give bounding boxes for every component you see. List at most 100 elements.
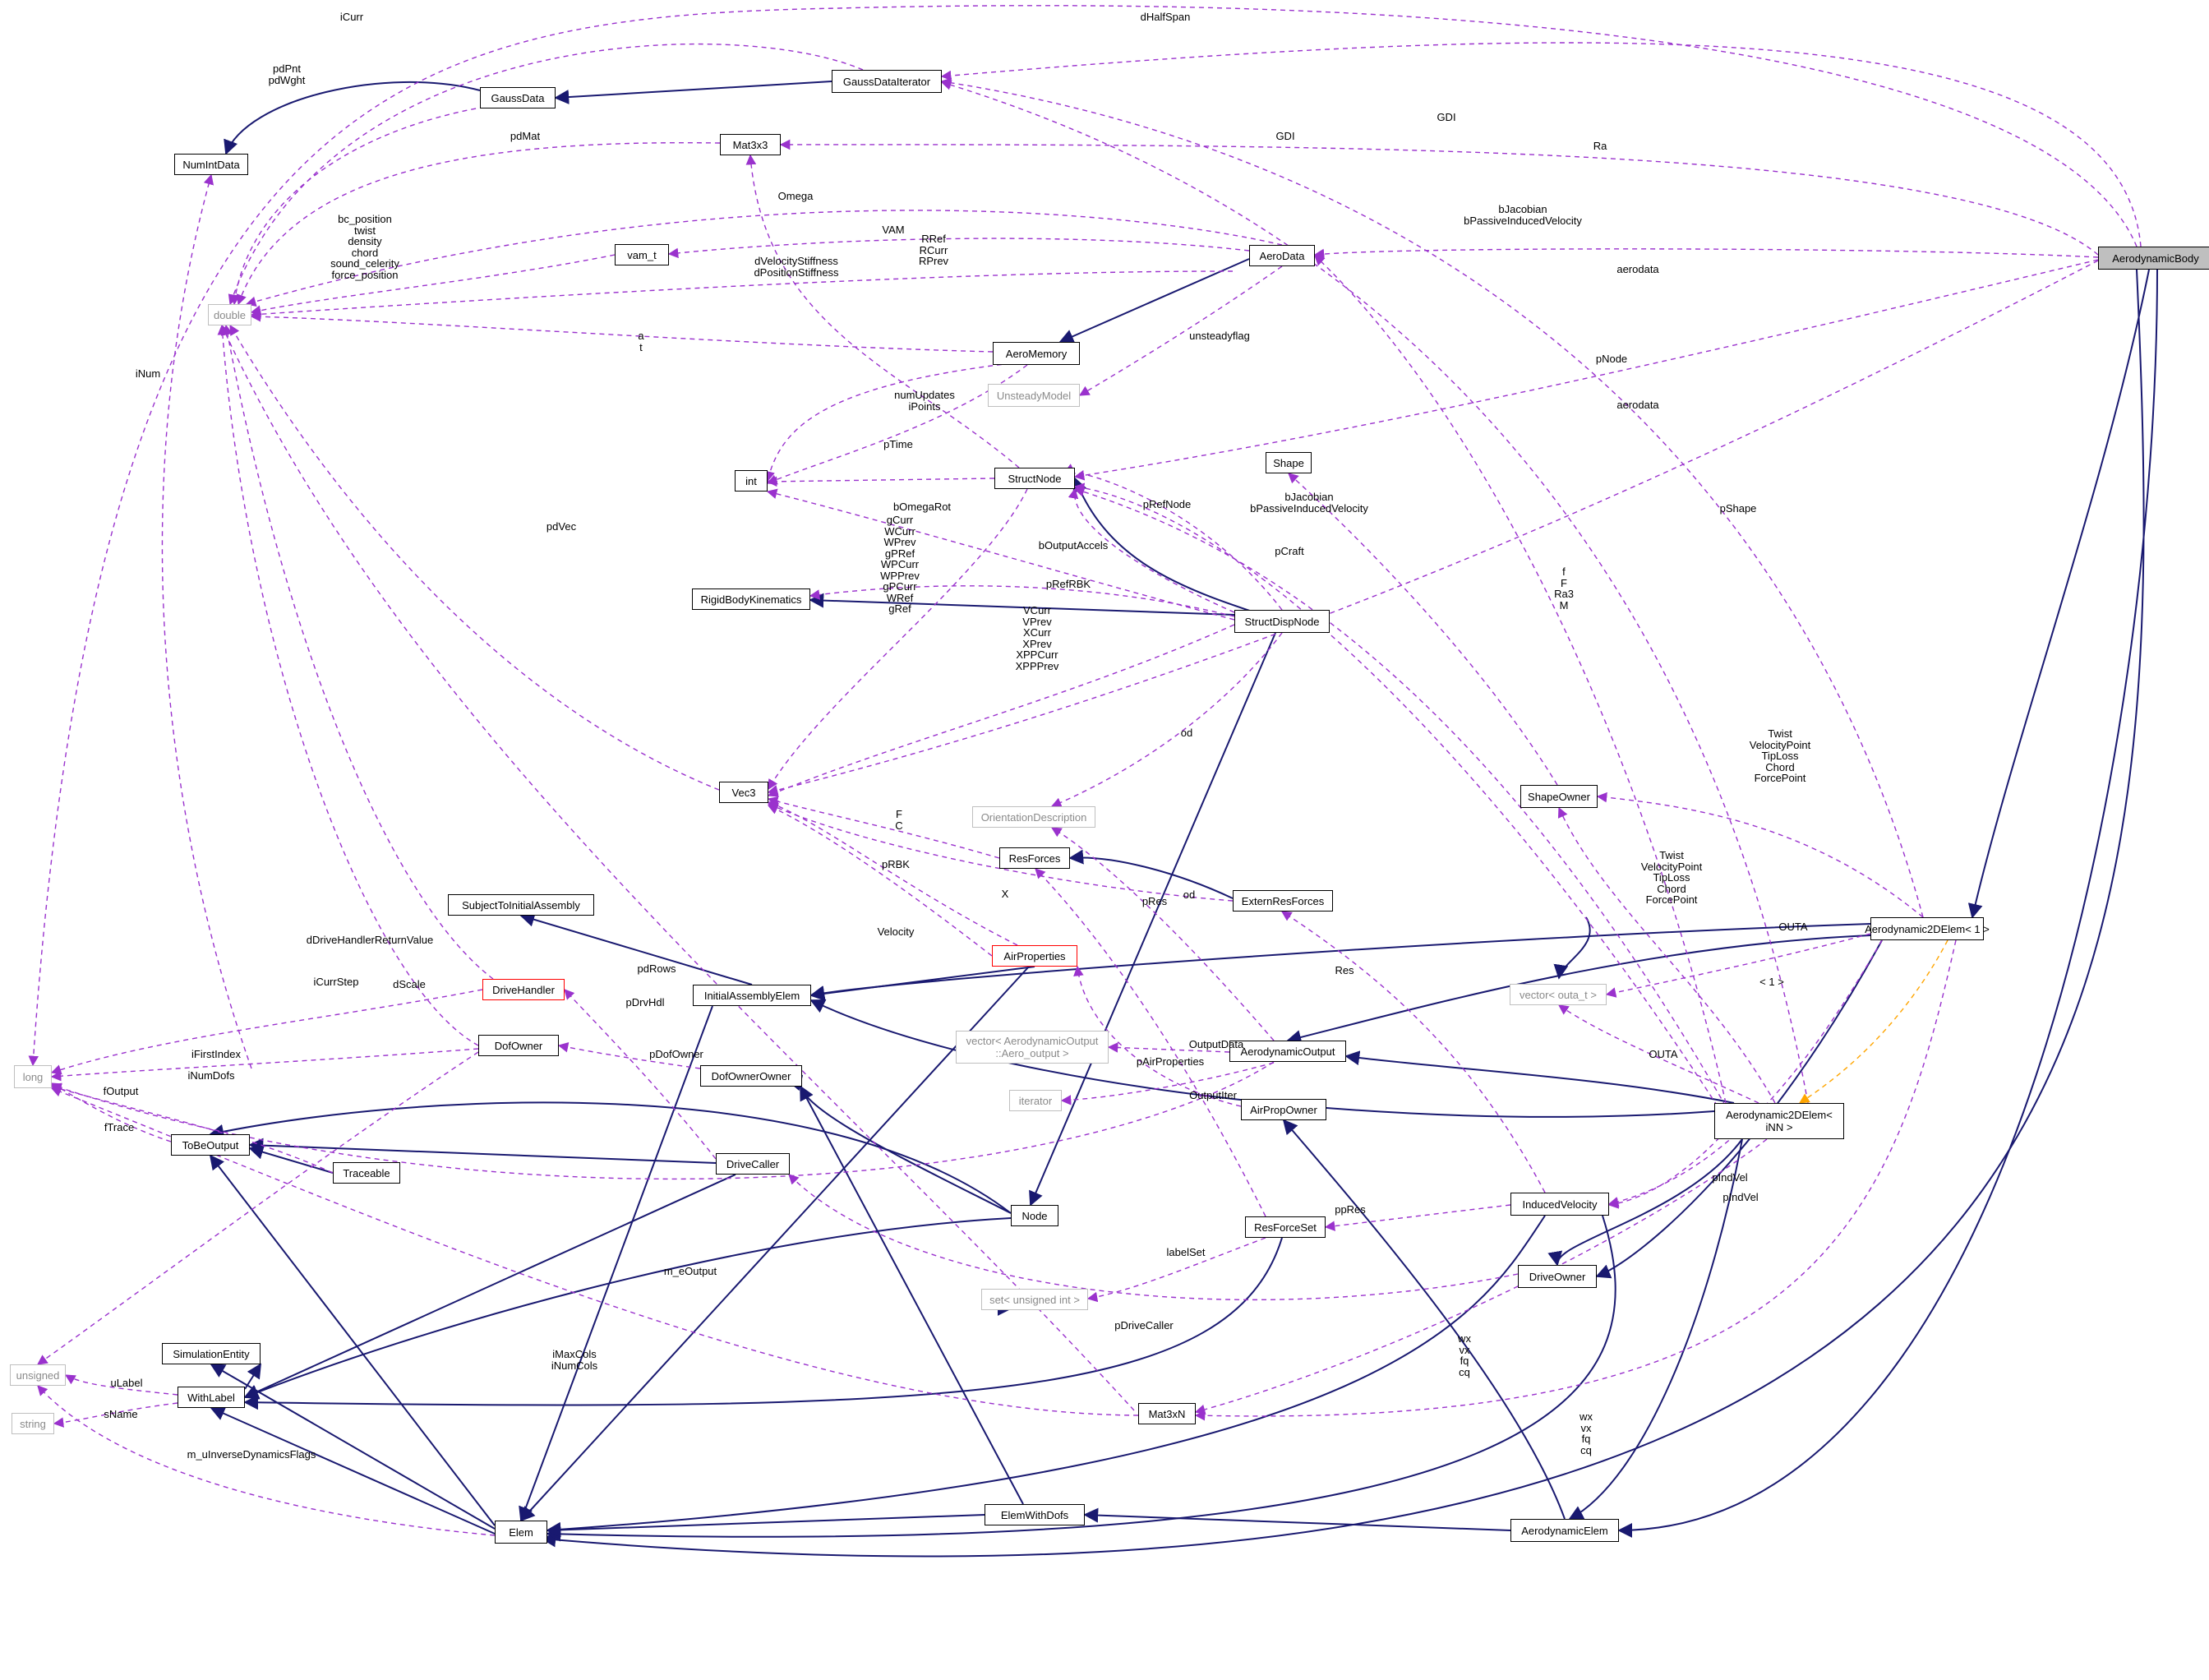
usage-edge: [1073, 965, 1242, 1107]
class-node-shape[interactable]: Shape: [1266, 452, 1312, 473]
class-node-elem[interactable]: Elem: [495, 1521, 547, 1544]
edge-label: VAM: [882, 224, 905, 236]
class-node-aerodynamic-body[interactable]: AerodynamicBody: [2098, 247, 2209, 270]
edge-label: wx vx fq cq: [1580, 1410, 1593, 1456]
class-node-aerodynamic-elem[interactable]: AerodynamicElem: [1510, 1519, 1619, 1542]
inheritance-edge: [546, 1215, 1616, 1542]
class-node-string[interactable]: string: [12, 1413, 54, 1434]
class-node-air-prop-owner[interactable]: AirPropOwner: [1241, 1099, 1326, 1120]
usage-edge: [222, 324, 494, 980]
usage-edge: [940, 77, 1924, 918]
edge-label: gCurr WCurr WPrev gPRef WPCurr WPPrev gP…: [880, 514, 920, 615]
class-node-drive-handler[interactable]: DriveHandler: [482, 979, 565, 1000]
class-node-vector-aero-output[interactable]: vector< AerodynamicOutput ::Aero_output …: [956, 1031, 1109, 1064]
edge-label: iMaxCols iNumCols: [551, 1348, 598, 1372]
class-node-aerodynamic2-delem-nn[interactable]: Aerodynamic2DElem< iNN >: [1714, 1103, 1844, 1139]
class-node-double[interactable]: double: [208, 304, 251, 325]
usage-edge: [767, 805, 993, 957]
class-node-res-force-set[interactable]: ResForceSet: [1245, 1216, 1326, 1238]
class-node-to-be-output[interactable]: ToBeOutput: [171, 1134, 250, 1156]
usage-edge: [250, 254, 616, 316]
edge-label: < 1 >: [1759, 976, 1784, 988]
edge-label: dScale: [393, 978, 426, 990]
class-node-aerodynamic-output[interactable]: AerodynamicOutput: [1229, 1041, 1346, 1062]
class-node-dof-owner-owner[interactable]: DofOwnerOwner: [700, 1065, 802, 1087]
inheritance-edge: [1553, 916, 1591, 980]
class-node-struct-node[interactable]: StructNode: [994, 468, 1075, 489]
class-node-shape-owner[interactable]: ShapeOwner: [1520, 785, 1598, 808]
class-node-simulation-entity[interactable]: SimulationEntity: [162, 1343, 261, 1364]
edge-label: dDriveHandlerReturnValue: [306, 934, 434, 946]
class-node-aero-data[interactable]: AeroData: [1249, 245, 1315, 266]
inheritance-edge: [1547, 1138, 1743, 1267]
class-node-induced-velocity[interactable]: InducedVelocity: [1510, 1193, 1609, 1216]
class-node-air-properties[interactable]: AirProperties: [992, 945, 1077, 967]
class-node-mat3x-n[interactable]: Mat3xN: [1138, 1403, 1196, 1424]
edge-label: ppRes: [1335, 1203, 1366, 1216]
class-node-aerodynamic2-delem1[interactable]: Aerodynamic2DElem< 1 >: [1865, 917, 1990, 940]
usage-edge: [228, 43, 864, 306]
usage-edge: [217, 324, 479, 1046]
edge-label: pRefRBK: [1045, 578, 1091, 590]
class-node-num-int-data[interactable]: NumIntData: [174, 154, 248, 175]
class-node-gauss-data-iterator[interactable]: GaussDataIterator: [832, 70, 942, 93]
usage-edge: [1607, 939, 1883, 1207]
edge-label: aerodata: [1616, 399, 1659, 411]
class-node-dof-owner[interactable]: DofOwner: [478, 1035, 559, 1056]
edge-label: fOutput: [103, 1085, 139, 1097]
usage-edge: [50, 1087, 1139, 1416]
usage-edge: [1288, 473, 1558, 786]
class-node-vam_t[interactable]: vam_t: [615, 244, 669, 265]
usage-edge: [1557, 1004, 1759, 1104]
class-node-orientation-description[interactable]: OrientationDescription: [972, 806, 1095, 828]
class-node-res-forces[interactable]: ResForces: [999, 847, 1070, 869]
class-node-with-label[interactable]: WithLabel: [178, 1387, 245, 1408]
edge-label: pIndVel: [1712, 1171, 1748, 1184]
class-node-extern-res-forces[interactable]: ExternResForces: [1233, 890, 1333, 912]
class-node-gauss-data[interactable]: GaussData: [480, 87, 556, 108]
class-node-rigid-body-kinematics[interactable]: RigidBodyKinematics: [692, 588, 810, 610]
class-node-initial-assembly-elem[interactable]: InitialAssemblyElem: [693, 985, 811, 1006]
class-node-node[interactable]: Node: [1011, 1205, 1058, 1226]
class-node-traceable[interactable]: Traceable: [333, 1162, 400, 1184]
usage-edge: [767, 796, 1000, 859]
inheritance-edge: [541, 269, 2145, 1558]
usage-edge: [766, 364, 1028, 485]
class-node-unsteady-model[interactable]: UnsteadyModel: [988, 384, 1080, 407]
usage-edge: [745, 154, 1020, 468]
class-node-unsigned[interactable]: unsigned: [10, 1364, 66, 1386]
edge-label: numUpdates iPoints: [894, 389, 955, 413]
usage-edge: [1605, 933, 1871, 998]
usage-edge: [53, 1402, 178, 1428]
usage-edge: [1073, 482, 1718, 1107]
class-node-drive-owner[interactable]: DriveOwner: [1518, 1265, 1597, 1288]
edge-label: a t: [638, 330, 644, 353]
edge-label: iNumDofs: [187, 1069, 235, 1082]
usage-edge: [1596, 792, 1924, 918]
inheritance-edge: [248, 1144, 334, 1174]
class-node-drive-caller[interactable]: DriveCaller: [716, 1153, 790, 1175]
edge-label: sName: [104, 1408, 138, 1420]
class-node-elem-with-dofs[interactable]: ElemWithDofs: [985, 1504, 1085, 1525]
edge-label: bOmegaRot: [892, 501, 952, 513]
class-node-set-unsigned[interactable]: set< unsigned int >: [981, 1289, 1088, 1310]
usage-edge: [1194, 1138, 1768, 1415]
edge-label: pdMat: [510, 130, 541, 142]
class-node-vec3[interactable]: Vec3: [719, 782, 768, 803]
inheritance-edge: [1068, 849, 1234, 899]
usage-edge: [940, 42, 2142, 247]
class-node-mat3x3[interactable]: Mat3x3: [720, 134, 781, 155]
edge-label: bJacobian bPassiveInducedVelocity: [1250, 491, 1368, 515]
class-node-struct-disp-node[interactable]: StructDispNode: [1234, 610, 1330, 633]
class-node-long[interactable]: long: [14, 1065, 52, 1088]
usage-edge: [564, 989, 717, 1160]
class-node-int[interactable]: int: [735, 470, 768, 492]
edge-label: GDI: [1275, 130, 1295, 142]
class-node-vector-outa[interactable]: vector< outa_t >: [1510, 984, 1607, 1005]
class-node-subject-to-initial-assembly[interactable]: SubjectToInitialAssembly: [448, 894, 594, 916]
edge-label: VCurr VPrev XCurr XPrev XPPCurr XPPPrev: [1015, 604, 1059, 672]
edge-label: iFirstIndex: [191, 1048, 241, 1060]
inheritance-edge: [1344, 1050, 1735, 1104]
class-node-aero-memory[interactable]: AeroMemory: [993, 342, 1080, 365]
class-node-iterator[interactable]: iterator: [1009, 1090, 1062, 1111]
